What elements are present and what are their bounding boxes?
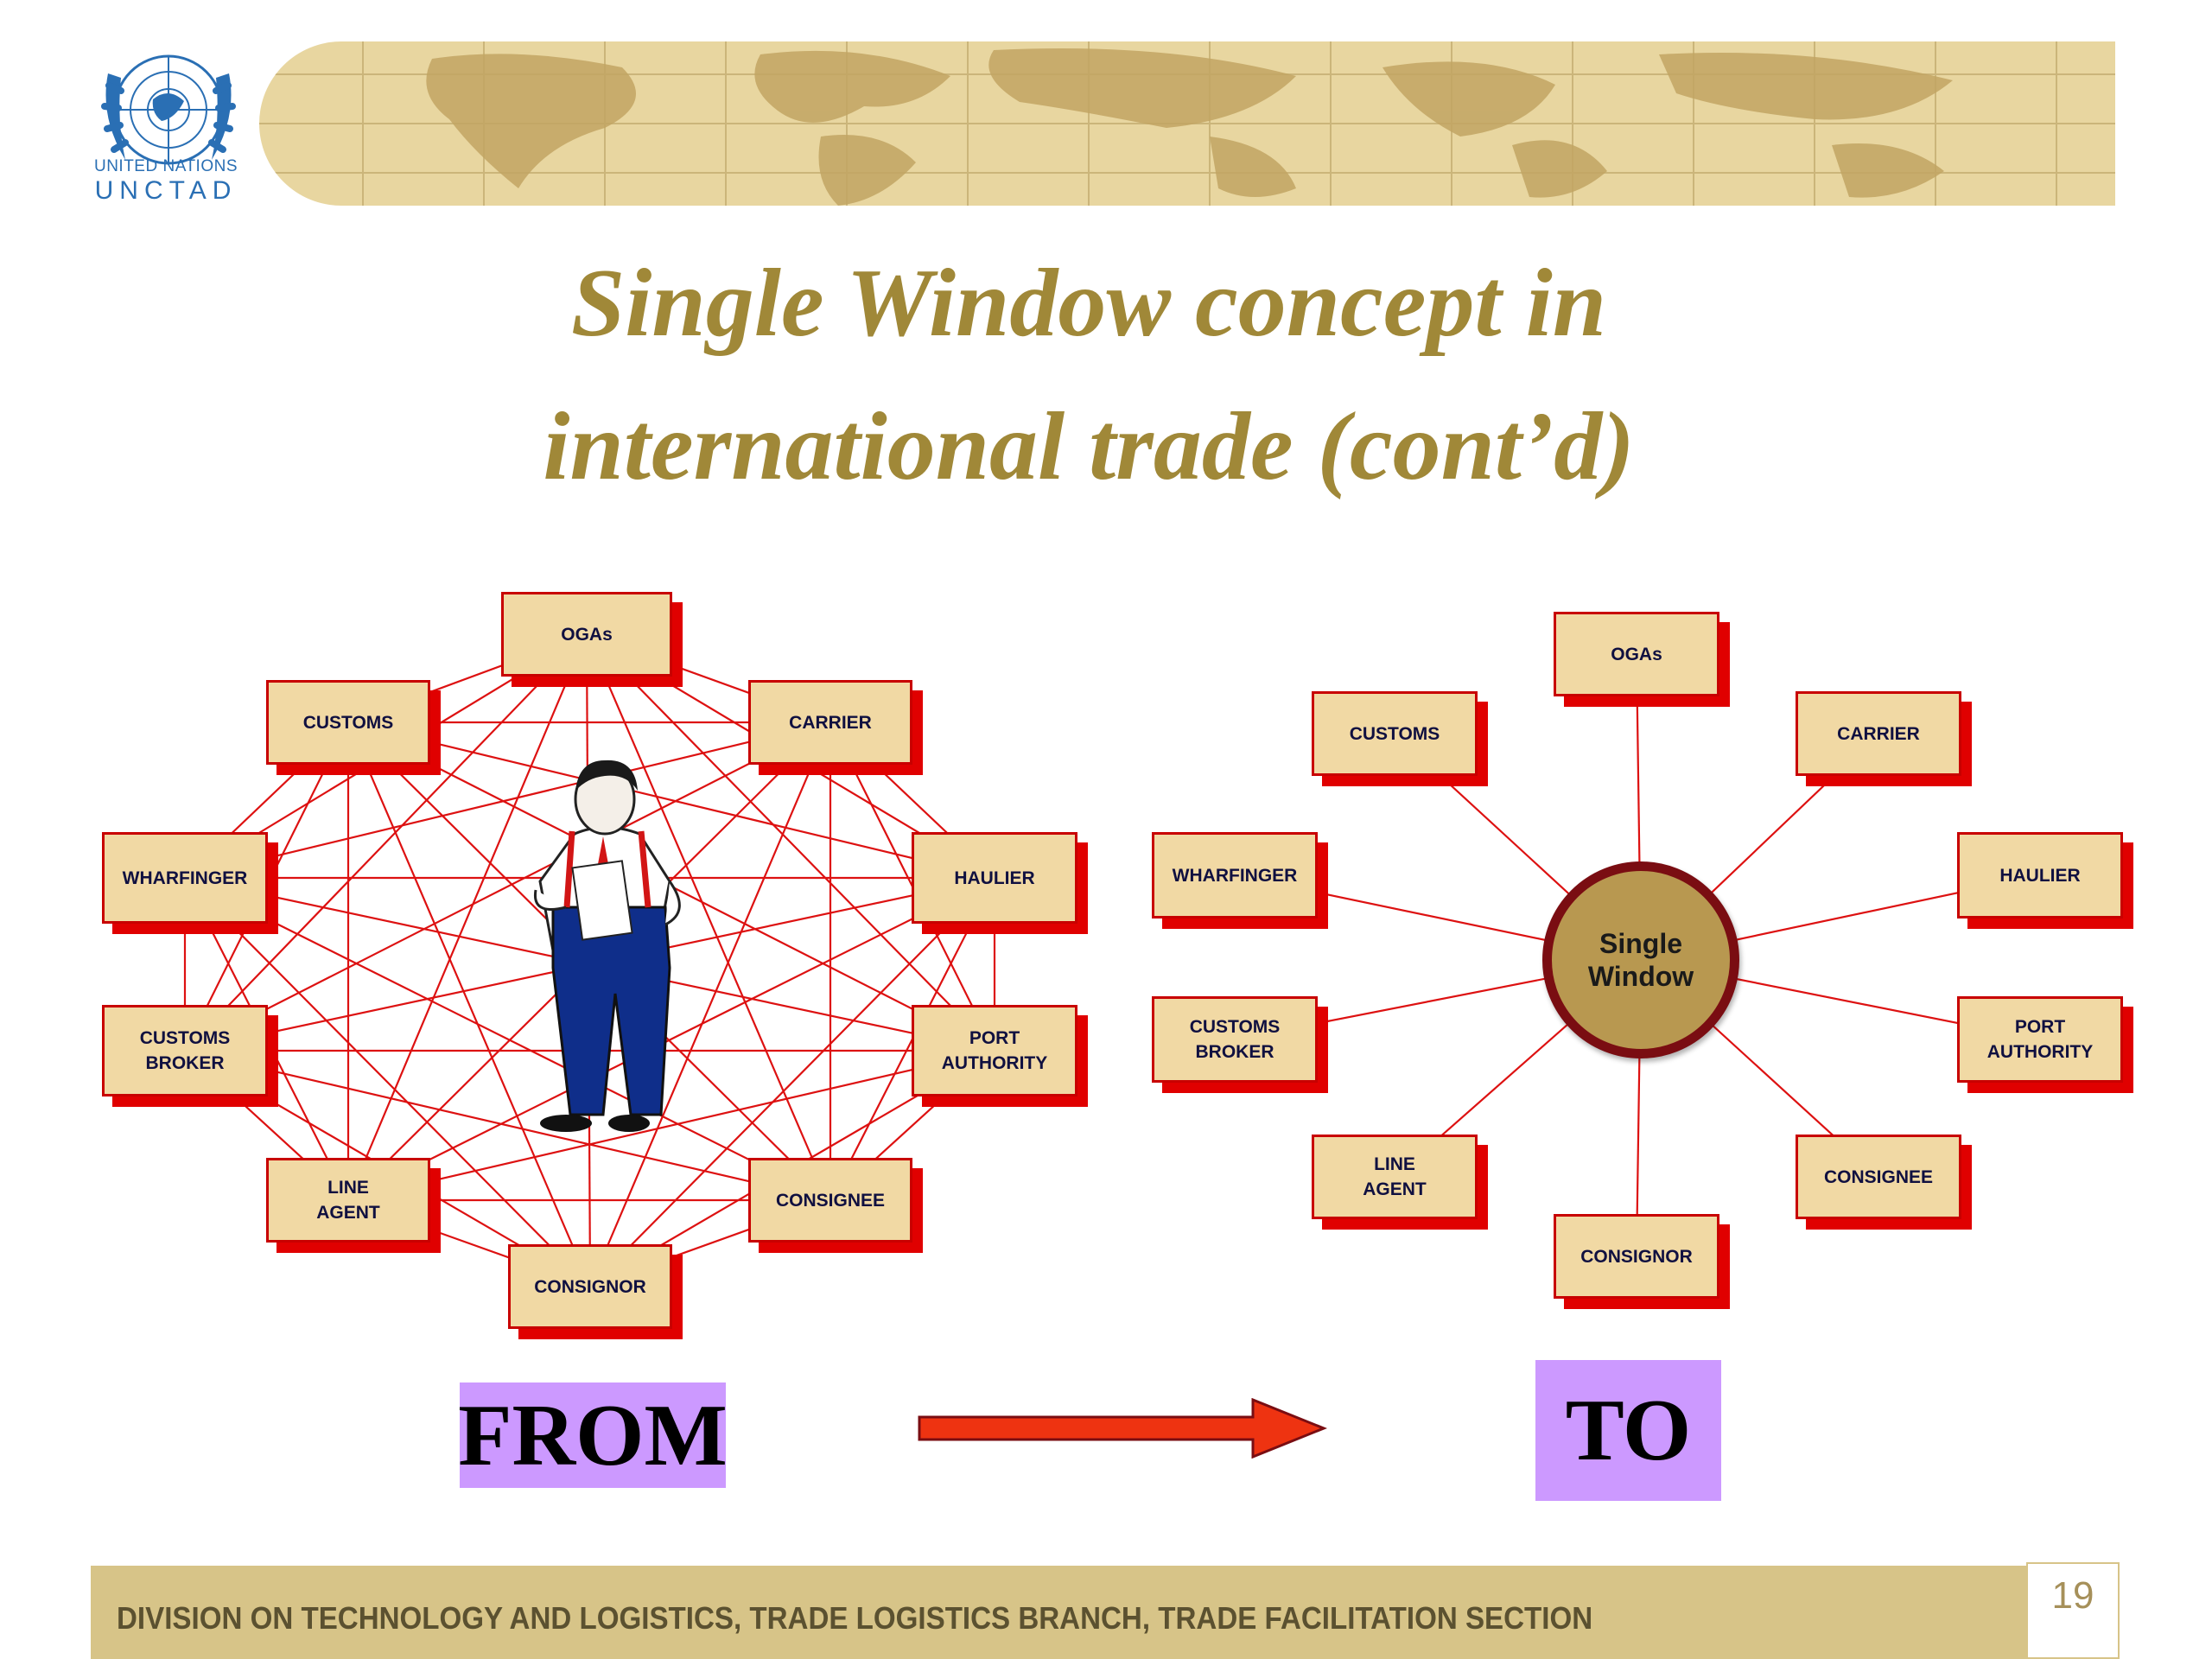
to-node-port-authority: PORT AUTHORITY [1957,996,2123,1083]
footer-bar: DIVISION ON TECHNOLOGY AND LOGISTICS, TR… [91,1566,2026,1659]
to-node-customs: CUSTOMS [1312,691,1478,776]
to-node-carrier: CARRIER [1796,691,1961,776]
to-label: TO [1535,1360,1721,1501]
from-node-ogas: OGAs [501,592,672,677]
page-number-box: 19 [2026,1562,2120,1659]
mesh-line-carrier-consignor [588,721,832,1287]
un-emblem-icon [101,54,236,165]
to-node-wharfinger: WHARFINGER [1152,832,1318,918]
from-node-customs-broker: CUSTOMS BROKER [102,1005,268,1096]
to-node-line-agent: LINE AGENT [1312,1135,1478,1219]
to-node-consignor: CONSIGNOR [1554,1214,1719,1299]
mesh-line-ogas-line-agent [346,633,588,1201]
mesh-line-ogas-consignee [585,633,832,1201]
from-node-customs: CUSTOMS [266,680,430,765]
page-number: 19 [2051,1574,2094,1617]
from-node-carrier: CARRIER [748,680,912,765]
from-node-wharfinger: WHARFINGER [102,832,268,924]
single-window-hub: Single Window [1542,861,1739,1058]
mesh-line-haulier-consignor [589,877,995,1287]
slide-title: Single Window concept in international t… [259,232,1918,518]
mesh-line-port-authority-line-agent [347,1049,995,1202]
mesh-line-consignee-customs-broker [184,1049,831,1202]
slide-title-line-1: Single Window concept in [571,250,1606,357]
mesh-line-carrier-customs-broker [184,721,831,1052]
mesh-line-consignee-wharfinger [184,877,831,1201]
mesh-line-consignor-customs [346,721,592,1287]
footer-text: DIVISION ON TECHNOLOGY AND LOGISTICS, TR… [117,1600,1593,1636]
from-label: FROM [458,1382,728,1488]
mesh-line-carrier-wharfinger [184,721,831,880]
to-node-customs-broker: CUSTOMS BROKER [1152,996,1318,1083]
from-node-consignee: CONSIGNEE [748,1158,912,1243]
mesh-line-haulier-customs [347,721,995,880]
from-node-port-authority: PORT AUTHORITY [912,1005,1077,1096]
from-node-line-agent: LINE AGENT [266,1158,430,1243]
to-node-consignee: CONSIGNEE [1796,1135,1961,1219]
mesh-line-haulier-line-agent [347,877,995,1201]
mesh-line-ogas-customs-broker [184,633,588,1052]
to-node-ogas: OGAs [1554,612,1719,696]
man-with-paper-icon [533,760,681,1132]
slide-title-line-2: international trade (cont’d) [543,393,1635,500]
from-node-haulier: HAULIER [912,832,1077,924]
mesh-line-consignor-wharfinger [184,877,591,1287]
from-node-consignor: CONSIGNOR [508,1244,672,1329]
logo-caption-unctad: UNCTAD [94,176,238,205]
mesh-line-ogas-port-authority [586,633,995,1052]
world-map-banner [259,41,2115,206]
logo-caption-united-nations: UNITED NATIONS [93,157,238,175]
right-arrow-icon [918,1398,1328,1459]
to-node-haulier: HAULIER [1957,832,2123,918]
